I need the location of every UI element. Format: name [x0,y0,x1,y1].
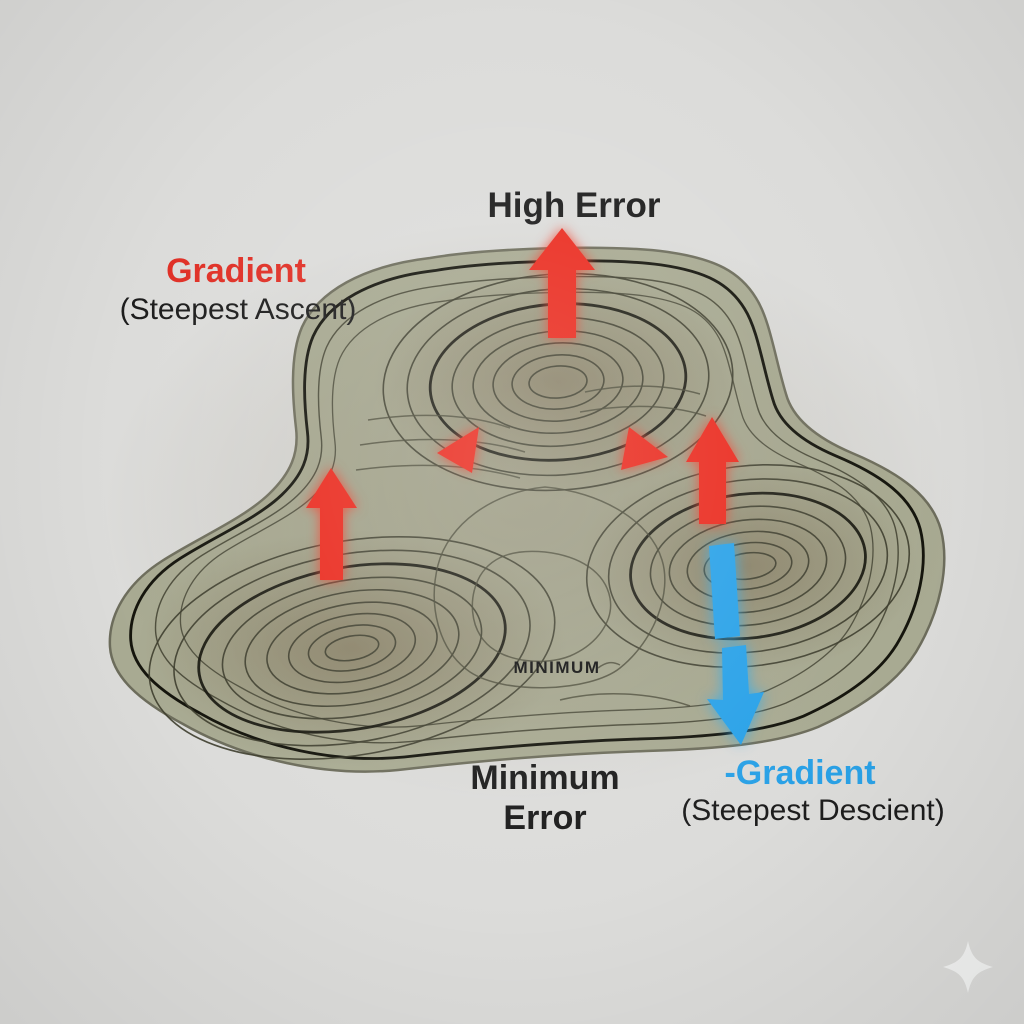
error-surface-terrain [100,220,960,800]
gradient-arrow-right [686,417,739,524]
descent-arrow-upper-segment [709,543,740,639]
sparkle-icon [943,941,993,993]
descent-arrow-lower-segment [707,645,764,745]
descent-arrow [707,543,764,745]
gradient-arrows [306,228,739,580]
gradient-arrow-left [306,468,357,580]
gradient-sublabel: (Steepest Ascent) [119,293,357,326]
saddle-contours [355,385,707,707]
gradient-label: Gradient [166,252,306,290]
negative-gradient-label: -Gradient [724,754,876,792]
minimum-error-label: Minimum Error [470,759,620,837]
minimum-contour-label: MINIMUM [513,658,601,677]
gradient-arrowhead-left [437,427,479,473]
gradient-arrowhead-right [621,427,668,470]
negative-gradient-sublabel: (Steepest Descient) [681,794,945,827]
gradient-arrow-top [529,228,595,338]
high-error-label: High Error [487,186,661,225]
